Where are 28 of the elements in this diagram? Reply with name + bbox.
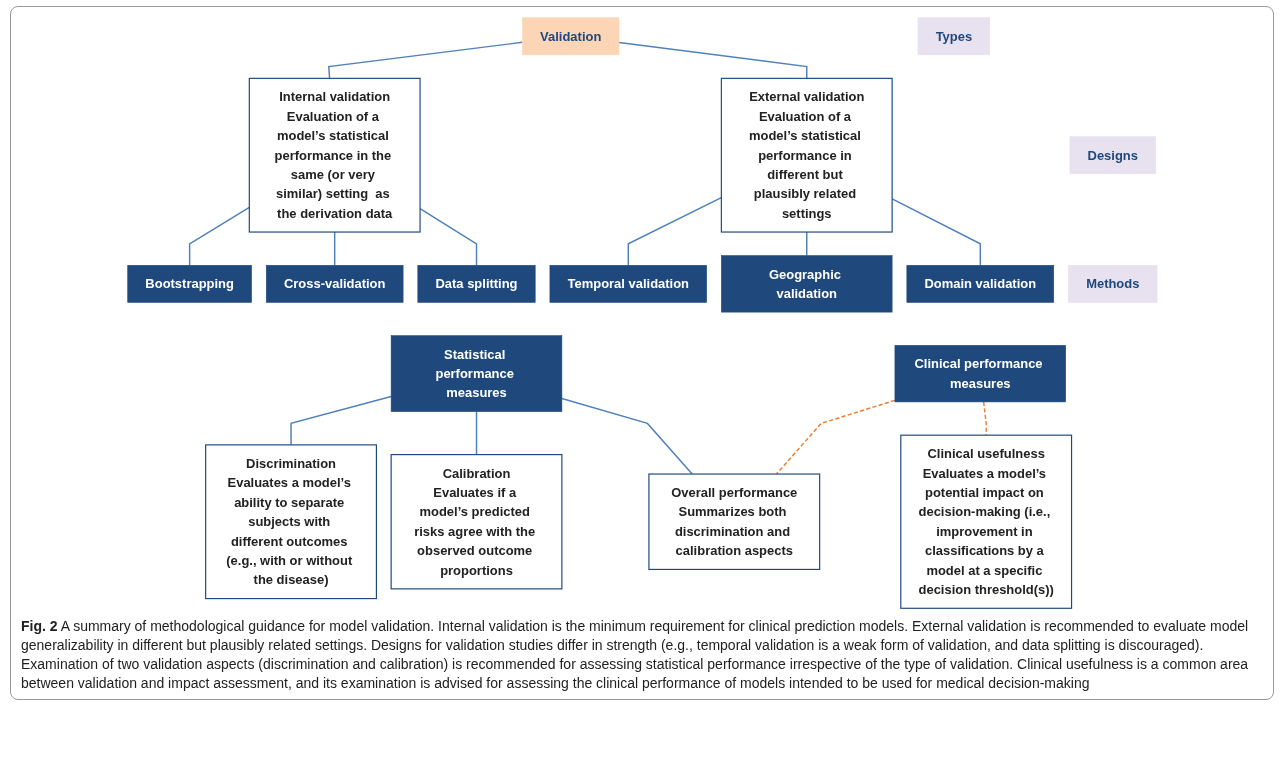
node-box: Types <box>917 17 990 56</box>
node-box: Statistical performance measures <box>390 335 562 412</box>
connector <box>891 198 981 267</box>
connector <box>560 397 693 475</box>
node-box: Geographic validation <box>720 255 893 313</box>
node-box: Methods <box>1067 265 1157 303</box>
node-box: Domain validation <box>906 265 1054 303</box>
connector <box>333 231 336 267</box>
connector <box>805 231 808 257</box>
node-box: Calibration Evaluates if a model’s predicted risks agree with the observed outcome proportions <box>390 454 563 590</box>
connector <box>617 41 808 80</box>
node-box: Temporal validation <box>549 265 707 303</box>
connector <box>289 395 392 446</box>
node-box: Designs <box>1069 136 1156 175</box>
figure-caption: Fig. 2 A summary of methodological guidance for model validation. Internal validation is the minimum requirement for clinical prediction models. External validation is recommended to evaluate model generalizability in different but plausibly related settings. Designs for validation studies differ in strength (e.g., temporal validation is a weak form of validation, and data splitting is discouraged). Examination of two validation aspects (discrimination and calibration) is recommended for assessing statistical performance irrespective of the type of validation. Clinical usefulness is a common area between validation and impact assessment, and its examination is advised for assessing the clinical performance of models intended to be used for medical decision-making <box>21 617 1250 693</box>
node-box: Cross-validation <box>265 265 403 303</box>
node-box: Internal validation Evaluation of a model’s statistical performance in the same (or very similar) setting as the derivation data <box>248 77 421 233</box>
connector <box>475 410 477 456</box>
node-box: Bootstrapping <box>127 265 252 303</box>
node-box: External validation Evaluation of a model’s statistical performance in different but plausibly related settings <box>720 77 893 233</box>
node-box: Clinical performance measures <box>894 345 1066 403</box>
node-box: Discrimination Evaluates a model’s ability to separate subjects with different outcomes (e.g., with or without the disease) <box>204 444 377 600</box>
node-box: Data splitting <box>417 265 536 303</box>
node-box: Clinical usefulness Evaluates a model’s potential impact on decision-making (i.e., improvement in classifications by a model at a specific decision threshold(s)) <box>899 434 1072 609</box>
node-box: Validation <box>521 17 619 56</box>
connector <box>775 399 896 475</box>
connector <box>327 41 523 80</box>
node-box: Overall performance Summarizes both discrimination and calibration aspects <box>647 473 820 570</box>
